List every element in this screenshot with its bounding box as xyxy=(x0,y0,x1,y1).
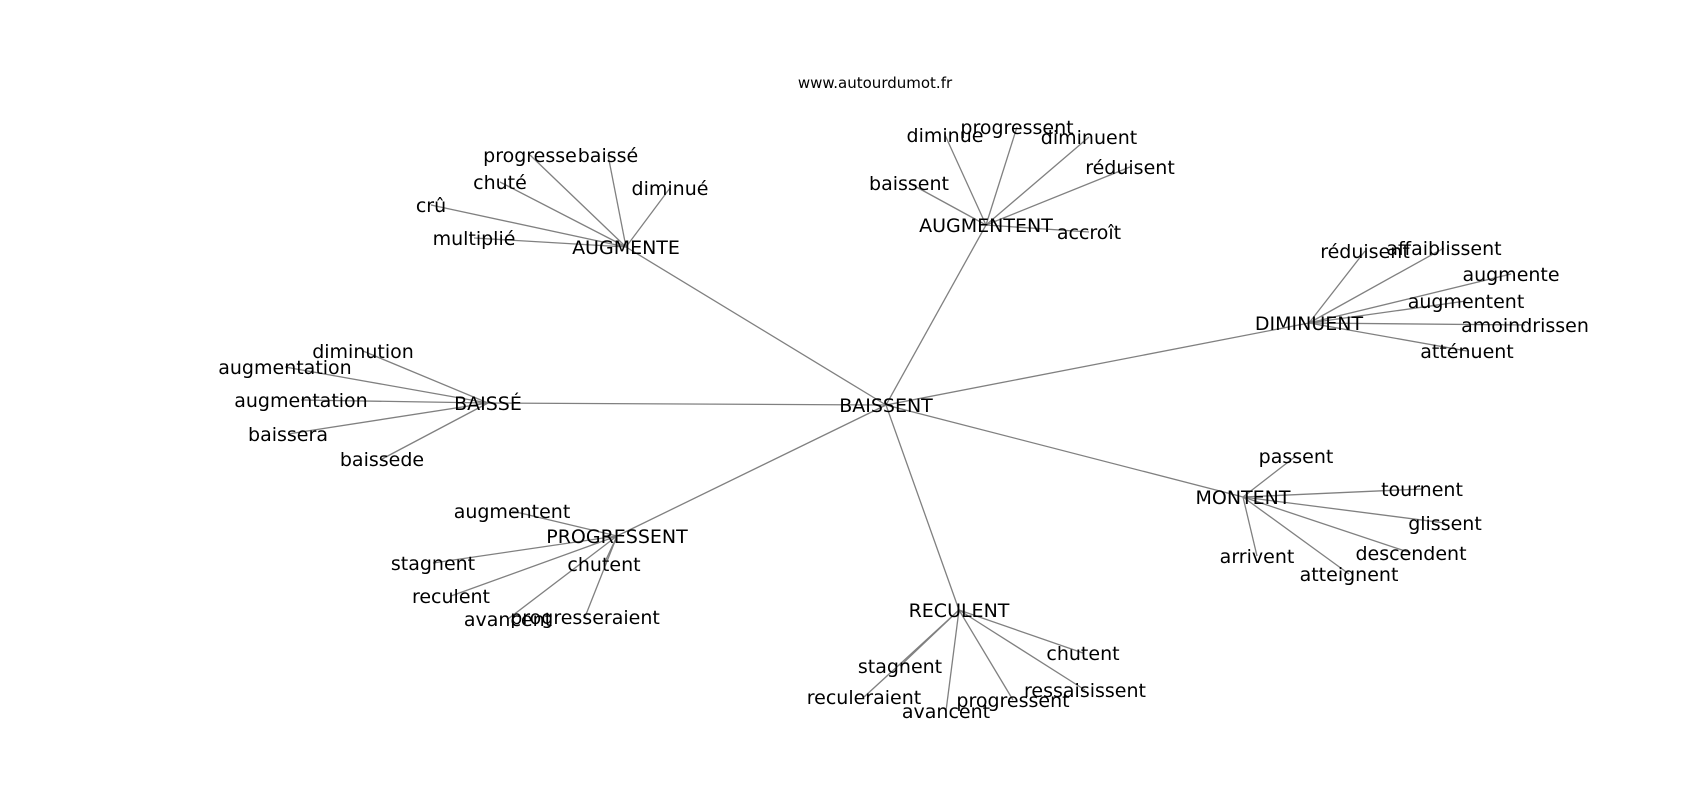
hub-to-leaf-edge xyxy=(430,204,627,248)
leaf-word-node: chuté xyxy=(473,172,527,194)
hub-to-leaf-edge xyxy=(473,237,627,248)
hub-to-leaf-edge xyxy=(1242,496,1446,524)
hub-to-leaf-edge xyxy=(1242,496,1258,557)
hub-to-leaf-edge xyxy=(1308,250,1366,324)
hub-word-node: PROGRESSENT xyxy=(546,526,688,548)
hub-to-leaf-edge xyxy=(985,166,1131,226)
leaf-word-node: tournent xyxy=(1381,479,1463,501)
leaf-word-node: diminution xyxy=(312,341,414,363)
hub-to-leaf-edge xyxy=(945,609,960,712)
hub-to-leaf-edge xyxy=(507,535,618,620)
leaf-word-node: atténuent xyxy=(1420,341,1514,363)
hub-to-leaf-edge xyxy=(362,350,489,404)
hub-to-leaf-edge xyxy=(607,154,627,248)
leaf-word-node: reculent xyxy=(412,586,490,608)
hub-to-leaf-edge xyxy=(1308,300,1467,324)
hub-to-leaf-edge xyxy=(985,126,1018,226)
center-to-hub-edge xyxy=(487,402,887,406)
hub-word-node: BAISSÉ xyxy=(454,392,522,415)
leaf-word-node: stagnent xyxy=(858,656,942,678)
leaf-word-node: accroît xyxy=(1057,222,1121,244)
leaf-word-node: glissent xyxy=(1408,513,1482,535)
hub-to-leaf-edge xyxy=(381,402,489,460)
leaf-word-node: baissede xyxy=(340,449,424,471)
hub-to-leaf-edge xyxy=(584,535,618,618)
leaf-word-node: augmentation xyxy=(218,357,351,379)
leaf-word-node: progresseraient xyxy=(510,607,660,629)
hub-word-node: AUGMENTE xyxy=(572,237,680,259)
hub-to-leaf-edge xyxy=(1308,247,1445,324)
hub-to-leaf-edge xyxy=(287,402,489,435)
hub-to-leaf-edge xyxy=(985,224,1090,233)
hub-to-leaf-edge xyxy=(1308,322,1468,352)
leaf-word-node: augmente xyxy=(1462,264,1559,286)
hub-to-leaf-edge xyxy=(300,399,489,404)
center-to-hub-edge xyxy=(885,322,1310,406)
hub-to-leaf-edge xyxy=(450,535,618,597)
leaf-word-node: progresse xyxy=(483,145,577,167)
leaf-word-node: chutent xyxy=(567,554,640,576)
hub-to-leaf-edge xyxy=(985,136,1090,226)
leaf-word-node: progressent xyxy=(956,690,1069,712)
center-to-hub-edge xyxy=(616,404,887,537)
hub-word-node: MONTENT xyxy=(1196,487,1291,509)
graph-edges xyxy=(284,126,1526,712)
leaf-word-node: affaiblissent xyxy=(1386,238,1501,260)
leaf-word-node: multiplié xyxy=(433,228,516,250)
hub-to-leaf-edge xyxy=(958,609,1084,654)
hub-to-leaf-edge xyxy=(1242,488,1423,498)
hub-to-leaf-edge xyxy=(511,510,618,537)
hub-to-leaf-edge xyxy=(944,134,987,226)
leaf-word-node: réduisent xyxy=(1085,157,1175,179)
leaf-word-node: baissent xyxy=(869,173,949,195)
leaf-word-node: atteignent xyxy=(1300,564,1399,586)
hub-to-leaf-edge xyxy=(1242,496,1350,575)
center-to-hub-edge xyxy=(625,246,887,406)
leaf-word-node: chutent xyxy=(1046,643,1119,665)
leaf-word-node: amoindrissen xyxy=(1461,315,1589,337)
leaf-word-node: avancent xyxy=(464,609,552,631)
site-watermark: www.autourdumot.fr xyxy=(798,74,953,92)
hub-to-leaf-edge xyxy=(908,182,987,226)
graph-labels: www.autourdumot.fr BAISSENT AUGMENTE progr… xyxy=(218,74,1589,723)
leaf-word-node: augmentent xyxy=(454,501,571,523)
center-to-hub-edge xyxy=(885,404,960,611)
hub-to-leaf-edge xyxy=(1308,322,1526,326)
hub-to-leaf-edge xyxy=(625,187,671,248)
leaf-word-node: réduisent xyxy=(1320,241,1410,263)
leaf-word-node: baissé xyxy=(578,145,638,167)
leaf-word-node: augmentation xyxy=(234,390,367,412)
leaf-word-node: passent xyxy=(1259,446,1334,468)
leaf-word-node: baissera xyxy=(248,424,328,446)
leaf-word-node: avancent xyxy=(902,701,990,723)
leaf-word-node: stagnent xyxy=(391,553,475,575)
hub-to-leaf-edge xyxy=(958,609,1014,701)
leaf-word-node: augmentent xyxy=(1408,291,1525,313)
hub-to-leaf-edge xyxy=(1308,273,1512,324)
hub-word-node: AUGMENTENT xyxy=(919,215,1053,237)
leaf-word-node: progressent xyxy=(960,117,1073,139)
hub-to-leaf-edge xyxy=(432,535,618,564)
center-to-hub-edge xyxy=(885,224,987,406)
hub-to-leaf-edge xyxy=(1242,496,1412,554)
leaf-word-node: descendent xyxy=(1355,543,1466,565)
leaf-word-node: reculeraient xyxy=(807,687,921,709)
hub-to-leaf-edge xyxy=(1242,455,1297,498)
leaf-word-node: crû xyxy=(416,195,446,217)
center-to-hub-edge xyxy=(885,404,1244,498)
hub-to-leaf-edge xyxy=(529,154,627,248)
hub-to-leaf-edge xyxy=(499,181,627,248)
hub-word-node: RECULENT xyxy=(909,600,1010,622)
hub-to-leaf-edge xyxy=(284,366,489,404)
hub-word-node: DIMINUENT xyxy=(1255,313,1364,335)
hub-to-leaf-edge xyxy=(958,609,1086,691)
leaf-word-node: ressaisissent xyxy=(1024,680,1146,702)
leaf-word-node: arrivent xyxy=(1220,546,1295,568)
leaf-word-node: diminue xyxy=(907,125,984,147)
leaf-word-node: diminué xyxy=(632,178,709,200)
leaf-word-node: diminuent xyxy=(1041,127,1137,149)
hub-to-leaf-edge xyxy=(863,609,960,698)
center-word-node: BAISSENT xyxy=(839,395,933,417)
